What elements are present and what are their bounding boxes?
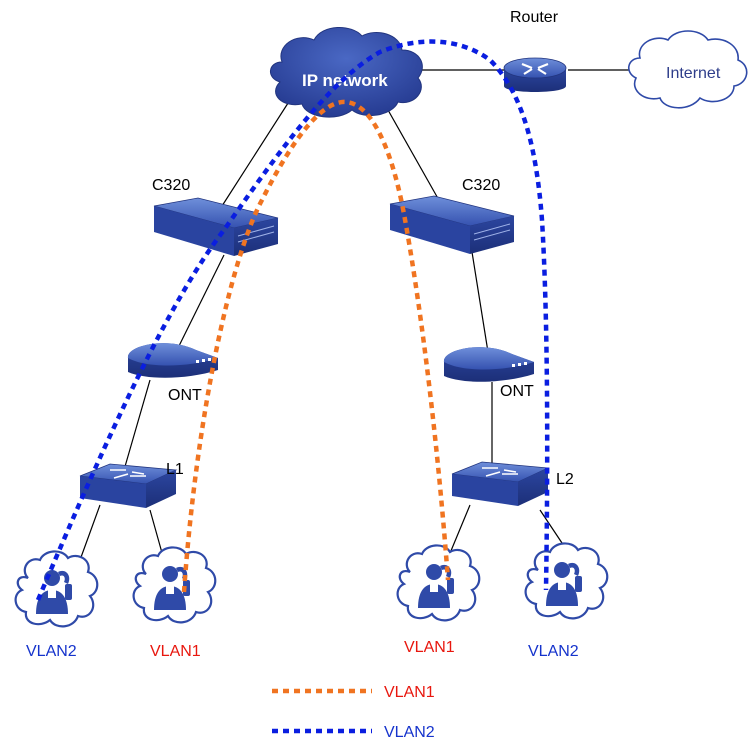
user-icon bbox=[14, 550, 99, 628]
internet-cloud: Internet bbox=[628, 30, 748, 109]
olt-left-label: C320 bbox=[152, 177, 190, 194]
ont-icon bbox=[443, 347, 534, 382]
cloud-icon bbox=[270, 27, 423, 118]
olt-icon bbox=[389, 195, 515, 254]
legend-vlan2-label: VLAN2 bbox=[384, 724, 435, 741]
router-label: Router bbox=[510, 9, 559, 26]
switch-icon bbox=[451, 461, 550, 506]
link-olt-ont-right bbox=[471, 251, 489, 353]
switch-left bbox=[79, 463, 178, 508]
vlan-paths bbox=[35, 39, 550, 601]
switch-left-label: L1 bbox=[166, 461, 184, 478]
vlan1-path bbox=[181, 99, 451, 593]
switch-right bbox=[451, 461, 550, 506]
ip-network-cloud: IP network bbox=[270, 27, 423, 118]
link-cloud-olt-right bbox=[387, 109, 441, 203]
link-switch-user-l2a bbox=[447, 504, 471, 559]
legend: VLAN1 VLAN2 bbox=[272, 684, 435, 741]
user-icon bbox=[132, 546, 217, 624]
internet-cloud-icon bbox=[628, 30, 748, 109]
link-olt-ont-left bbox=[175, 254, 225, 353]
user-l2a-vlan-label: VLAN1 bbox=[404, 639, 455, 656]
link-switch-user-l1a bbox=[79, 504, 101, 561]
ont-right bbox=[443, 347, 534, 382]
router-icon bbox=[503, 57, 567, 92]
link-ont-switch-left bbox=[123, 379, 151, 471]
user-l2b-vlan-label: VLAN2 bbox=[528, 643, 579, 660]
user-icon bbox=[524, 542, 609, 620]
ont-left-label: ONT bbox=[168, 387, 202, 404]
ont-left bbox=[127, 343, 218, 378]
olt-right-label: C320 bbox=[462, 177, 500, 194]
router bbox=[503, 57, 567, 92]
ont-right-label: ONT bbox=[500, 383, 534, 400]
olt-left bbox=[153, 197, 279, 256]
legend-vlan1-label: VLAN1 bbox=[384, 684, 435, 701]
switch-icon bbox=[79, 463, 178, 508]
user-l1a-vlan-label: VLAN2 bbox=[26, 643, 77, 660]
switch-right-label: L2 bbox=[556, 471, 574, 488]
vlan2-path bbox=[35, 39, 550, 601]
ont-icon bbox=[127, 343, 218, 378]
olt-right bbox=[389, 195, 515, 254]
olt-icon bbox=[153, 197, 279, 256]
link-cloud-olt-left bbox=[221, 99, 291, 207]
internet-label: Internet bbox=[666, 65, 721, 82]
user-icon bbox=[396, 544, 481, 622]
user-l1b-vlan-label: VLAN1 bbox=[150, 643, 201, 660]
